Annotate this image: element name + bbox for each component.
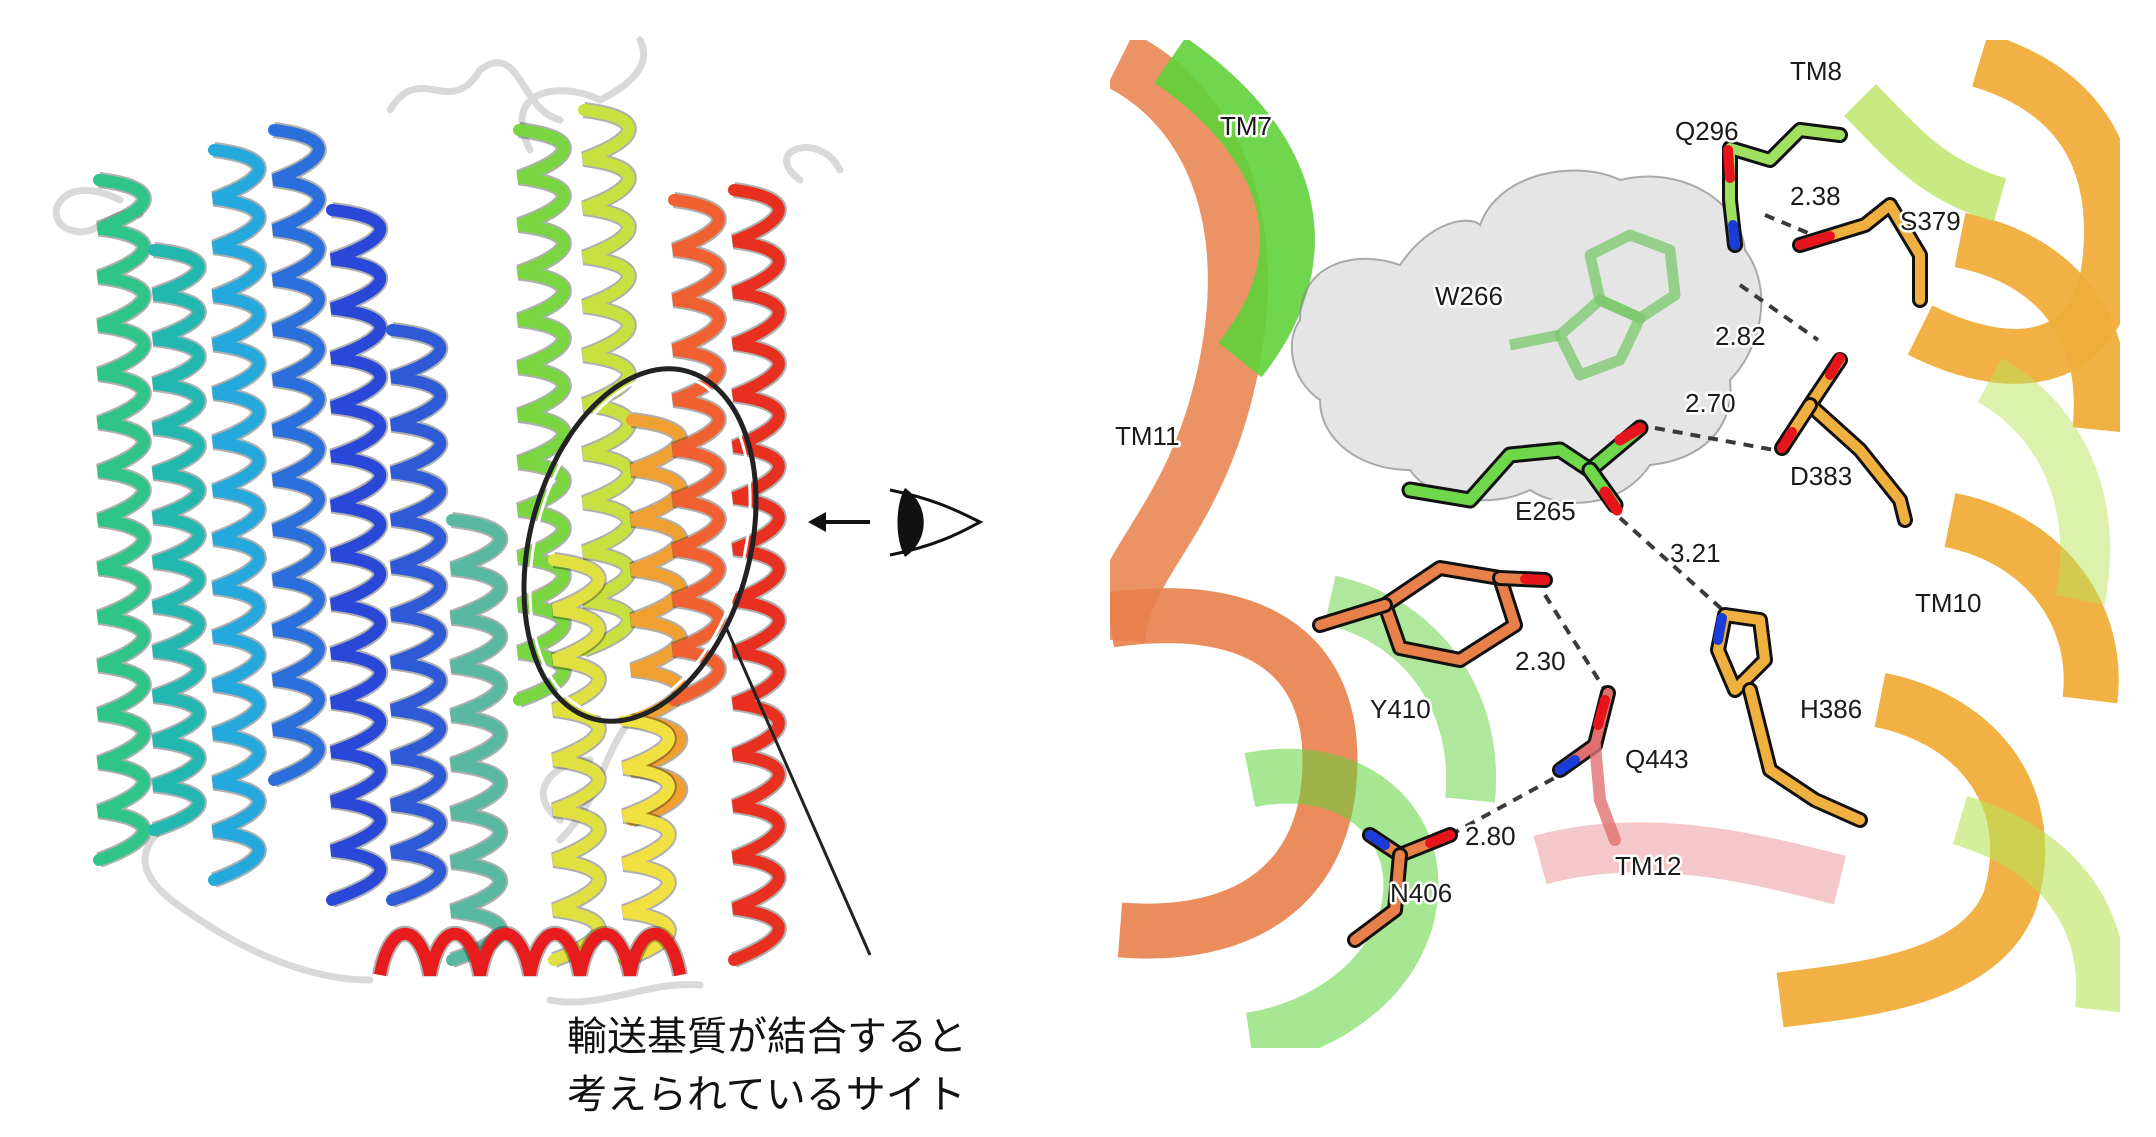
binding-site-panel: TM7 TM8 TM10 TM11 TM12 W266 Q296 S379 D3… xyxy=(1110,40,2120,1048)
label-y410: Y410 xyxy=(1370,694,1431,724)
callout-line xyxy=(723,624,872,956)
label-e265: E265 xyxy=(1515,496,1576,526)
label-tm7: TM7 xyxy=(1220,111,1272,141)
label-n406: N406 xyxy=(1390,878,1452,908)
label-w266: W266 xyxy=(1435,281,1503,311)
caption-line-2: 考えられているサイト xyxy=(567,1072,966,1118)
bottom-helix xyxy=(372,925,688,977)
distance-label-5: 2.30 xyxy=(1515,646,1566,676)
label-s379: S379 xyxy=(1900,206,1961,236)
distance-label-3: 2.70 xyxy=(1685,388,1736,418)
label-q443: Q443 xyxy=(1625,744,1689,774)
arrow-left-icon xyxy=(808,512,870,532)
distance-label-4: 3.21 xyxy=(1670,538,1721,568)
residue-n406 xyxy=(1347,827,1458,948)
label-tm8: TM8 xyxy=(1790,56,1842,86)
residue-d383 xyxy=(1774,352,1913,528)
site-highlight-ellipse-inner xyxy=(528,373,752,717)
residue-q443 xyxy=(1552,685,1621,846)
site-highlight-ellipse xyxy=(521,366,759,724)
label-q296: Q296 xyxy=(1675,116,1739,146)
label-tm11: TM11 xyxy=(1115,421,1180,451)
caption-line-1: 輸送基質が結合すると xyxy=(567,1014,967,1060)
residue-w266 xyxy=(1508,229,1681,381)
helix-bundle xyxy=(93,102,787,968)
residue-s379 xyxy=(1792,197,1928,308)
label-d383: D383 xyxy=(1790,461,1852,491)
protein-ribbon-overview: 輸送基質が結合すると 考えられているサイト xyxy=(52,36,984,1118)
distance-label-6: 2.80 xyxy=(1465,821,1516,851)
residue-q296 xyxy=(1722,122,1848,253)
distance-label-2: 2.82 xyxy=(1715,321,1766,351)
hydrogen-bonds xyxy=(1449,213,1821,837)
label-h386: H386 xyxy=(1800,694,1862,724)
background-helices xyxy=(1110,40,2120,1048)
residue-h386 xyxy=(1710,607,1868,828)
residue-e265 xyxy=(1401,419,1649,516)
label-tm10: TM10 xyxy=(1915,588,1981,618)
label-tm12: TM12 xyxy=(1615,851,1681,881)
residue-y410 xyxy=(1312,560,1553,668)
eye-icon xyxy=(889,488,984,557)
distance-label-1: 2.38 xyxy=(1790,181,1841,211)
